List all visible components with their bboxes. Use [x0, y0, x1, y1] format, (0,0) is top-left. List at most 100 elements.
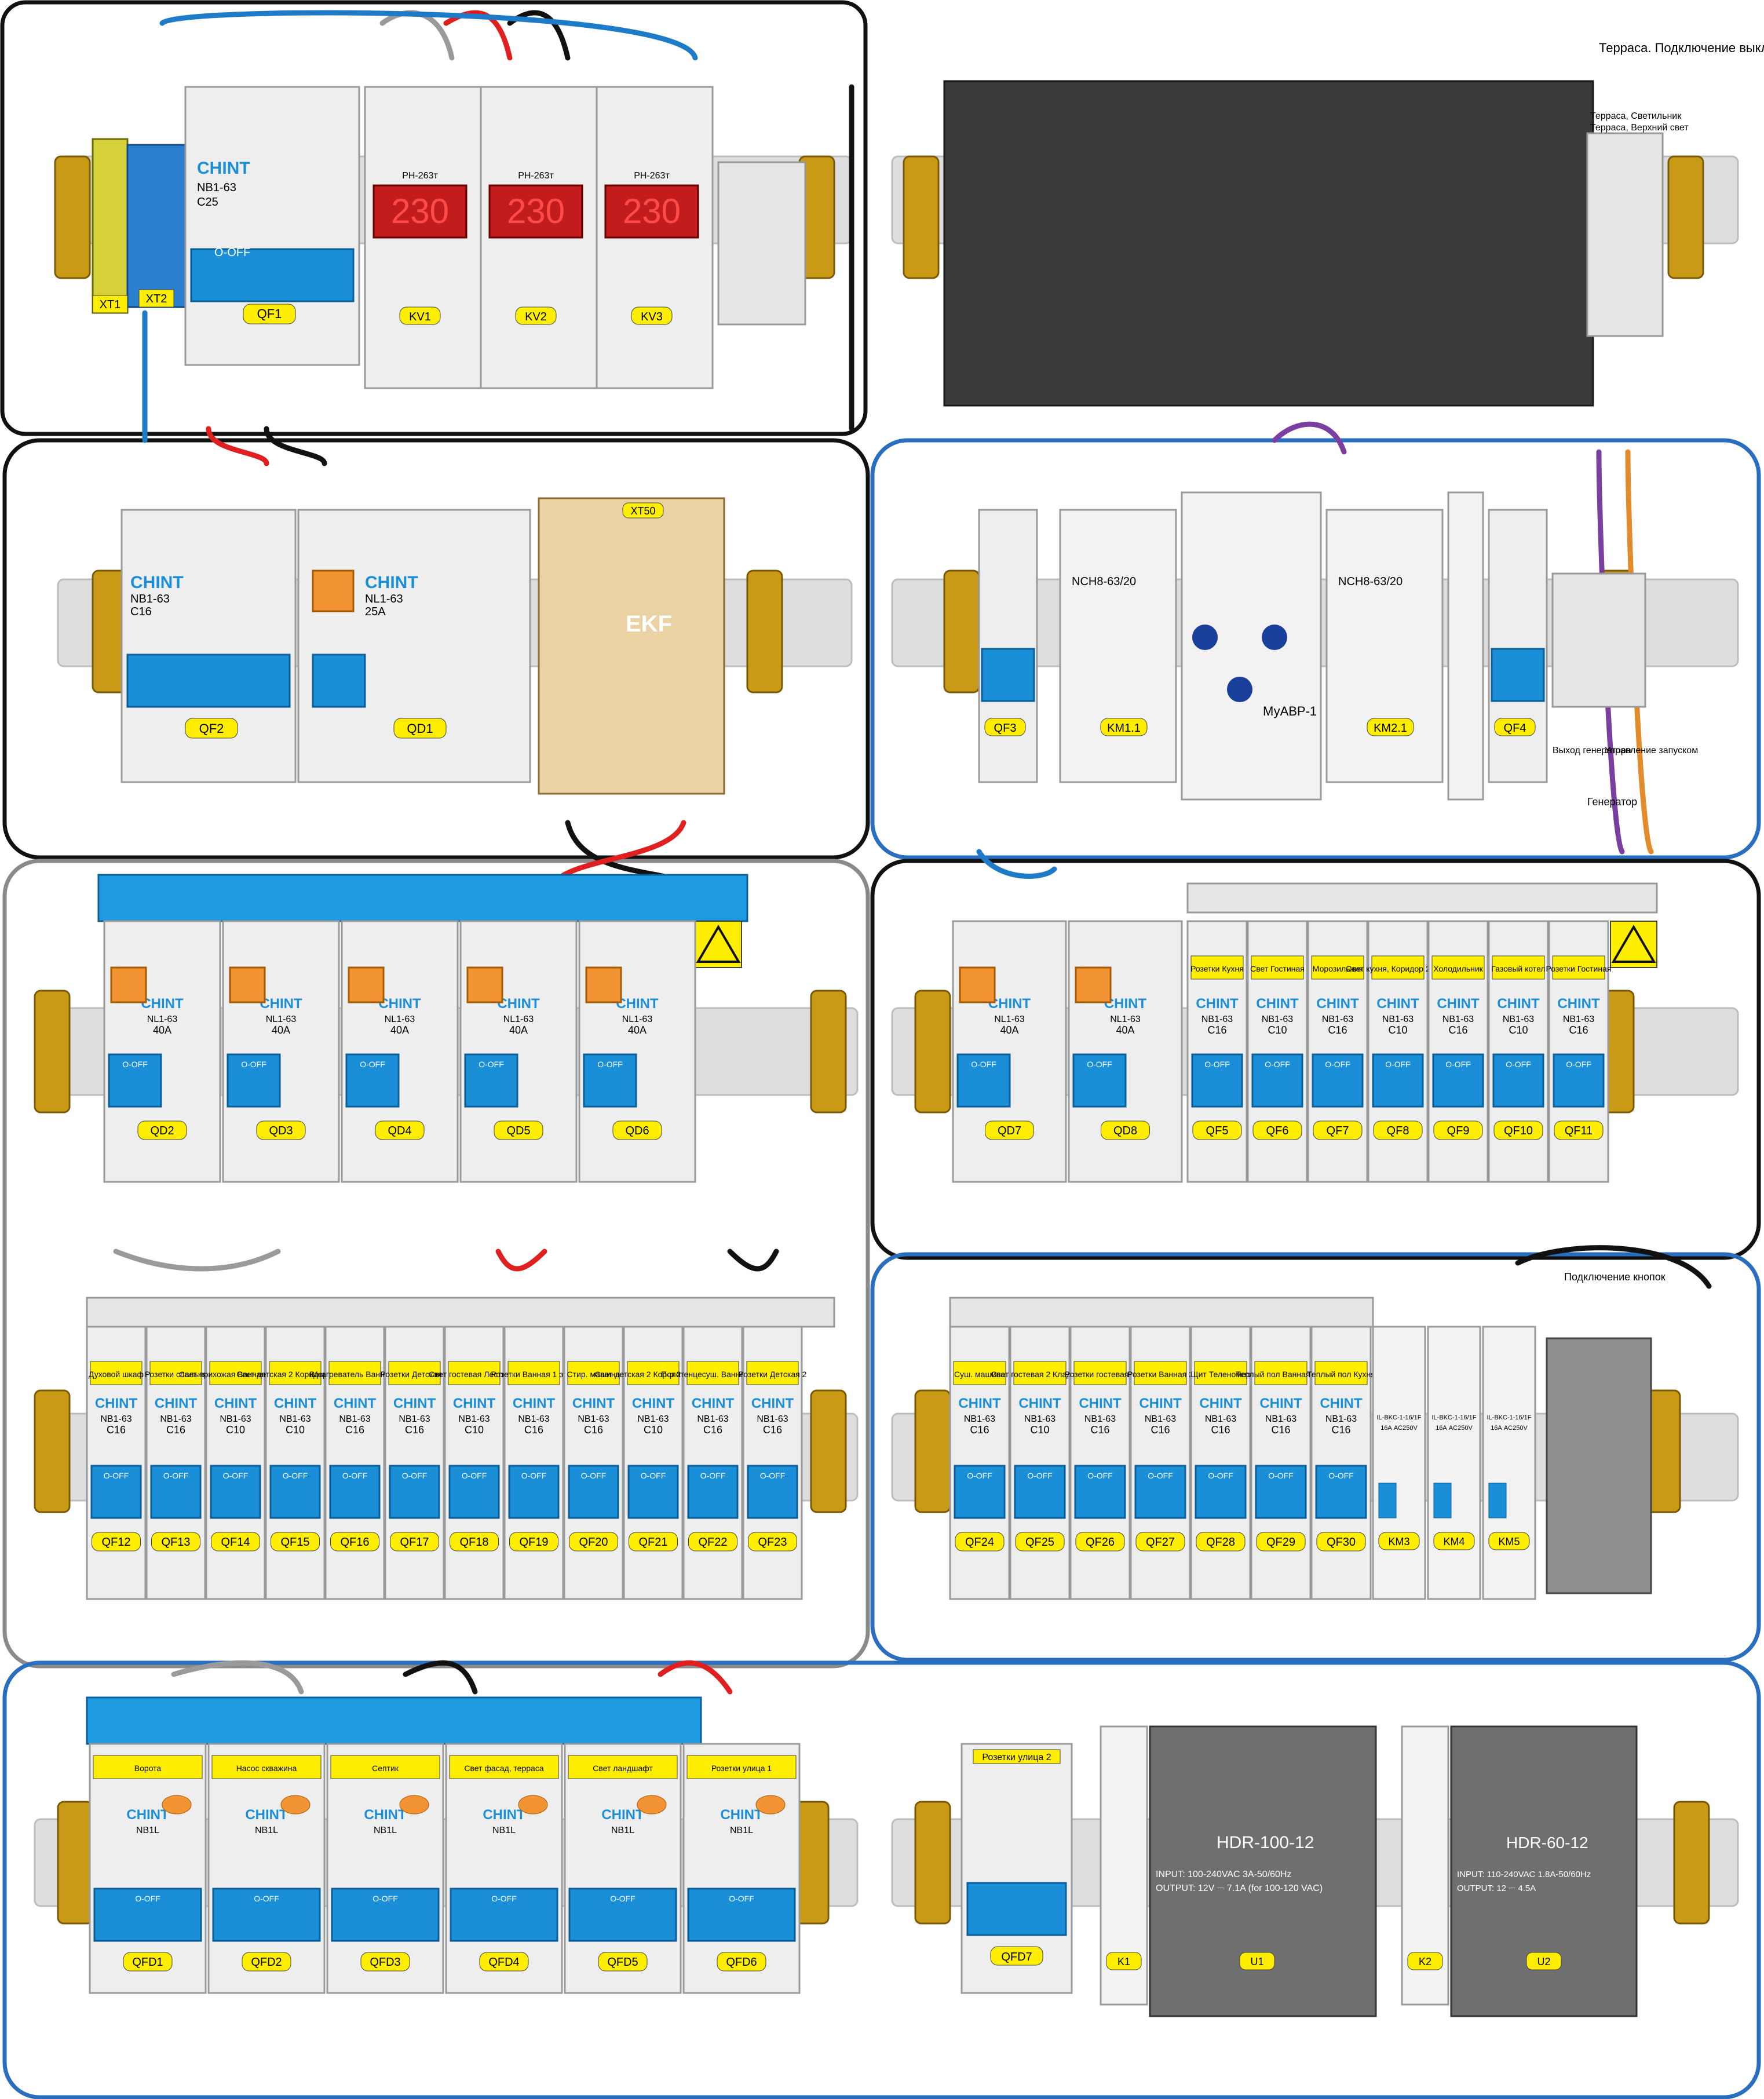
breaker-toggle[interactable] [126, 654, 291, 708]
ats-knob[interactable] [1227, 677, 1252, 702]
breaker-toggle[interactable] [1312, 1053, 1364, 1108]
ats-knob[interactable] [1192, 625, 1218, 650]
breaker-toggle[interactable] [329, 1465, 381, 1519]
breaker-toggle[interactable] [508, 1465, 560, 1519]
end-stop [943, 570, 980, 693]
circuit-label-text: Теплый пол Кухня [1307, 1370, 1375, 1379]
rating-text: C10 [226, 1424, 245, 1436]
breaker-toggle[interactable] [150, 1465, 202, 1519]
test-button[interactable] [1075, 966, 1112, 1003]
rating-text: 40A [628, 1024, 647, 1036]
test-button[interactable] [755, 1795, 786, 1815]
breaker-toggle[interactable] [981, 648, 1035, 702]
breaker-toggle[interactable] [1074, 1465, 1126, 1519]
test-button[interactable] [348, 966, 385, 1003]
breaker-toggle[interactable] [1372, 1053, 1424, 1108]
breaker-toggle[interactable] [312, 654, 366, 708]
relay-toggle[interactable] [1433, 1483, 1452, 1518]
end-stop [1667, 155, 1704, 279]
breaker-toggle[interactable] [464, 1053, 518, 1108]
off-label: O-OFF [241, 1060, 266, 1069]
test-button[interactable] [585, 966, 622, 1003]
device-tag [399, 306, 441, 325]
model-text: NB1-63 [697, 1414, 728, 1424]
rating-text: C16 [1331, 1424, 1350, 1436]
breaker-toggle[interactable] [568, 1888, 677, 1942]
circuit-label-text: Розетки Детская 2 [739, 1370, 807, 1379]
test-button[interactable] [110, 966, 147, 1003]
relay-toggle[interactable] [1488, 1483, 1507, 1518]
breaker-toggle[interactable] [212, 1888, 321, 1942]
breaker-toggle[interactable] [389, 1465, 440, 1519]
circuit-label-text: Свет фасад, терраса [464, 1764, 543, 1773]
relay-rating: 16А AC250V [1491, 1425, 1528, 1432]
relay-toggle[interactable] [1378, 1483, 1397, 1518]
ats-model: МуАВР-1 [1263, 704, 1317, 718]
wire [379, 10, 455, 61]
breaker-toggle[interactable] [568, 1465, 619, 1519]
circuit-label-text: Свет детская 2 Кор-р 2 э. подв. [594, 1370, 711, 1379]
breaker-toggle[interactable] [108, 1053, 162, 1108]
terminal-strip-body [943, 80, 1594, 407]
breaker-toggle[interactable] [1134, 1465, 1186, 1519]
breaker-toggle[interactable] [966, 1882, 1067, 1936]
breaker-toggle[interactable] [1072, 1053, 1127, 1108]
circuit-label-text: Суш. машина [954, 1370, 1005, 1379]
test-button[interactable] [229, 966, 266, 1003]
breaker-toggle[interactable] [583, 1053, 637, 1108]
test-button[interactable] [280, 1795, 311, 1815]
main-terminal-strip: Терраса. Подключение выключателей Террас… [943, 41, 1764, 407]
breaker-toggle[interactable] [687, 1465, 739, 1519]
off-label: O-OFF [342, 1471, 368, 1480]
breaker-toggle[interactable] [450, 1888, 558, 1942]
breaker-toggle[interactable] [210, 1465, 261, 1519]
breaker-toggle[interactable] [269, 1465, 321, 1519]
brand-text: CHINT [365, 573, 418, 592]
test-button[interactable] [399, 1795, 429, 1815]
circuit-label [1492, 955, 1545, 980]
breaker-toggle[interactable] [627, 1465, 679, 1519]
circuit-label [448, 1361, 501, 1385]
breaker-toggle[interactable] [687, 1888, 796, 1942]
breaker-toggle[interactable] [1255, 1465, 1307, 1519]
end-stop [57, 1801, 94, 1925]
breaker-toggle[interactable] [954, 1465, 1006, 1519]
breaker-toggle[interactable] [956, 1053, 1011, 1108]
brand-text: CHINT [364, 1807, 407, 1823]
breaker-toggle[interactable] [1014, 1465, 1066, 1519]
test-button[interactable] [312, 570, 355, 612]
breaker-toggle[interactable] [1553, 1053, 1605, 1108]
breaker-toggle[interactable] [747, 1465, 798, 1519]
test-button[interactable] [637, 1795, 667, 1815]
device-tag-text: QD6 [625, 1125, 649, 1137]
breaker-toggle[interactable] [448, 1465, 500, 1519]
breaker-toggle[interactable] [190, 248, 355, 302]
breaker-toggle[interactable] [1315, 1465, 1367, 1519]
circuit-label-text: Свет гостевая 2 Кладовая [991, 1370, 1089, 1379]
device-tag-text: QF7 [1327, 1125, 1349, 1137]
test-button[interactable] [162, 1795, 192, 1815]
breaker-toggle[interactable] [227, 1053, 281, 1108]
device-tag-text: QFD5 [607, 1956, 638, 1969]
circuit-label-text: Свет ландшафт [593, 1764, 653, 1773]
breaker-toggle[interactable] [331, 1888, 440, 1942]
ats-knob[interactable] [1262, 625, 1287, 650]
breaker-toggle[interactable] [1195, 1465, 1247, 1519]
breaker-toggle[interactable] [345, 1053, 400, 1108]
breaker-toggle[interactable] [1251, 1053, 1303, 1108]
breaker-toggle[interactable] [1432, 1053, 1484, 1108]
rating-text: C16 [763, 1424, 782, 1436]
breaker-toggle[interactable] [90, 1465, 142, 1519]
breaker-toggle[interactable] [1492, 1053, 1544, 1108]
test-button[interactable] [466, 966, 503, 1003]
breaker-toggle[interactable] [1191, 1053, 1243, 1108]
frame-ats-right [870, 438, 1761, 860]
test-button[interactable] [959, 966, 996, 1003]
model-text: NB1L [492, 1826, 516, 1835]
model-text: NB1-63 [1084, 1414, 1116, 1424]
breaker-toggle[interactable] [93, 1888, 202, 1942]
breaker-toggle[interactable] [1491, 648, 1545, 702]
test-button[interactable] [518, 1795, 548, 1815]
device-tag [1316, 1532, 1366, 1552]
model-text: NL1-63 [385, 1014, 415, 1024]
